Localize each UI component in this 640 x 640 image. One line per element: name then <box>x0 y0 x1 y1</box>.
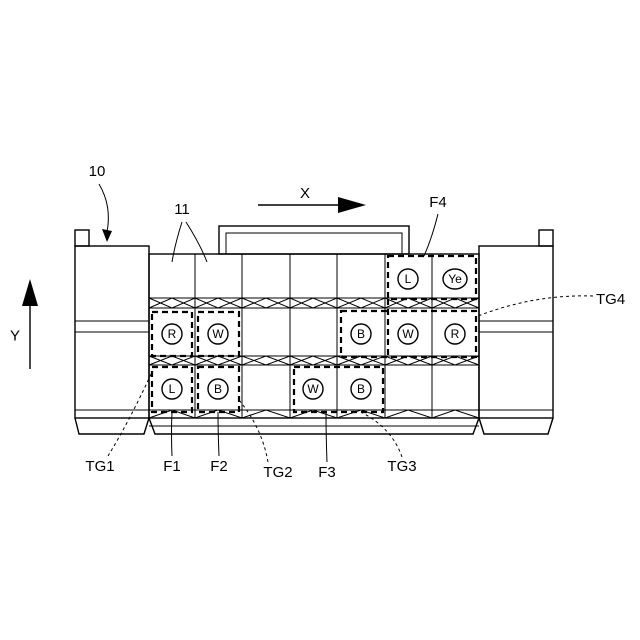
svg-text:F3: F3 <box>318 464 336 481</box>
svg-text:TG1: TG1 <box>85 458 114 475</box>
svg-text:Ye: Ye <box>448 272 462 286</box>
top-latch <box>219 226 409 254</box>
svg-text:B: B <box>357 327 365 341</box>
label-tg1: TG1 <box>85 372 152 475</box>
label-f2: F2 <box>210 412 228 475</box>
svg-text:L: L <box>405 272 412 286</box>
x-direction-arrow: X <box>258 185 366 213</box>
cavity-r2-c7: W <box>398 324 418 344</box>
svg-text:X: X <box>300 185 310 202</box>
label-f1: F1 <box>163 412 181 475</box>
svg-text:Y: Y <box>10 328 20 345</box>
svg-text:L: L <box>169 382 176 396</box>
svg-text:R: R <box>451 327 460 341</box>
cavity-r2-c1: R <box>162 324 182 344</box>
label-tg2: TG2 <box>239 400 293 481</box>
cavity-r1-c7: L <box>398 269 418 289</box>
cavity-r2-c6: B <box>351 324 371 344</box>
svg-text:TG3: TG3 <box>387 458 416 475</box>
svg-text:F1: F1 <box>163 458 181 475</box>
label-f3: F3 <box>318 412 336 481</box>
y-direction-arrow: Y <box>10 279 38 369</box>
svg-text:W: W <box>307 382 319 396</box>
cavity-r3-c1: L <box>162 379 182 399</box>
svg-text:B: B <box>214 382 222 396</box>
svg-text:R: R <box>168 327 177 341</box>
cavity-r1-c8: Ye <box>443 269 467 289</box>
svg-text:B: B <box>357 382 365 396</box>
cavity-r3-c5: B <box>351 379 371 399</box>
ref-10: 10 <box>89 163 112 242</box>
svg-text:F2: F2 <box>210 458 228 475</box>
cavity-r3-c2: B <box>208 379 228 399</box>
svg-text:W: W <box>402 327 414 341</box>
right-end-block <box>479 230 553 434</box>
svg-text:11: 11 <box>174 201 190 218</box>
label-tg3: TG3 <box>361 412 417 475</box>
label-f4: F4 <box>424 194 447 256</box>
left-end-block <box>75 230 149 434</box>
svg-text:W: W <box>212 327 224 341</box>
svg-text:F4: F4 <box>429 194 447 211</box>
label-tg4: TG4 <box>478 291 625 316</box>
cavity-r2-c2: W <box>208 324 228 344</box>
svg-text:TG2: TG2 <box>263 464 292 481</box>
ref-11: 11 <box>172 201 207 262</box>
svg-text:10: 10 <box>89 163 106 180</box>
cavity-r2-c8: R <box>445 324 465 344</box>
svg-text:TG4: TG4 <box>596 291 625 308</box>
cavity-r3-c4: W <box>303 379 323 399</box>
